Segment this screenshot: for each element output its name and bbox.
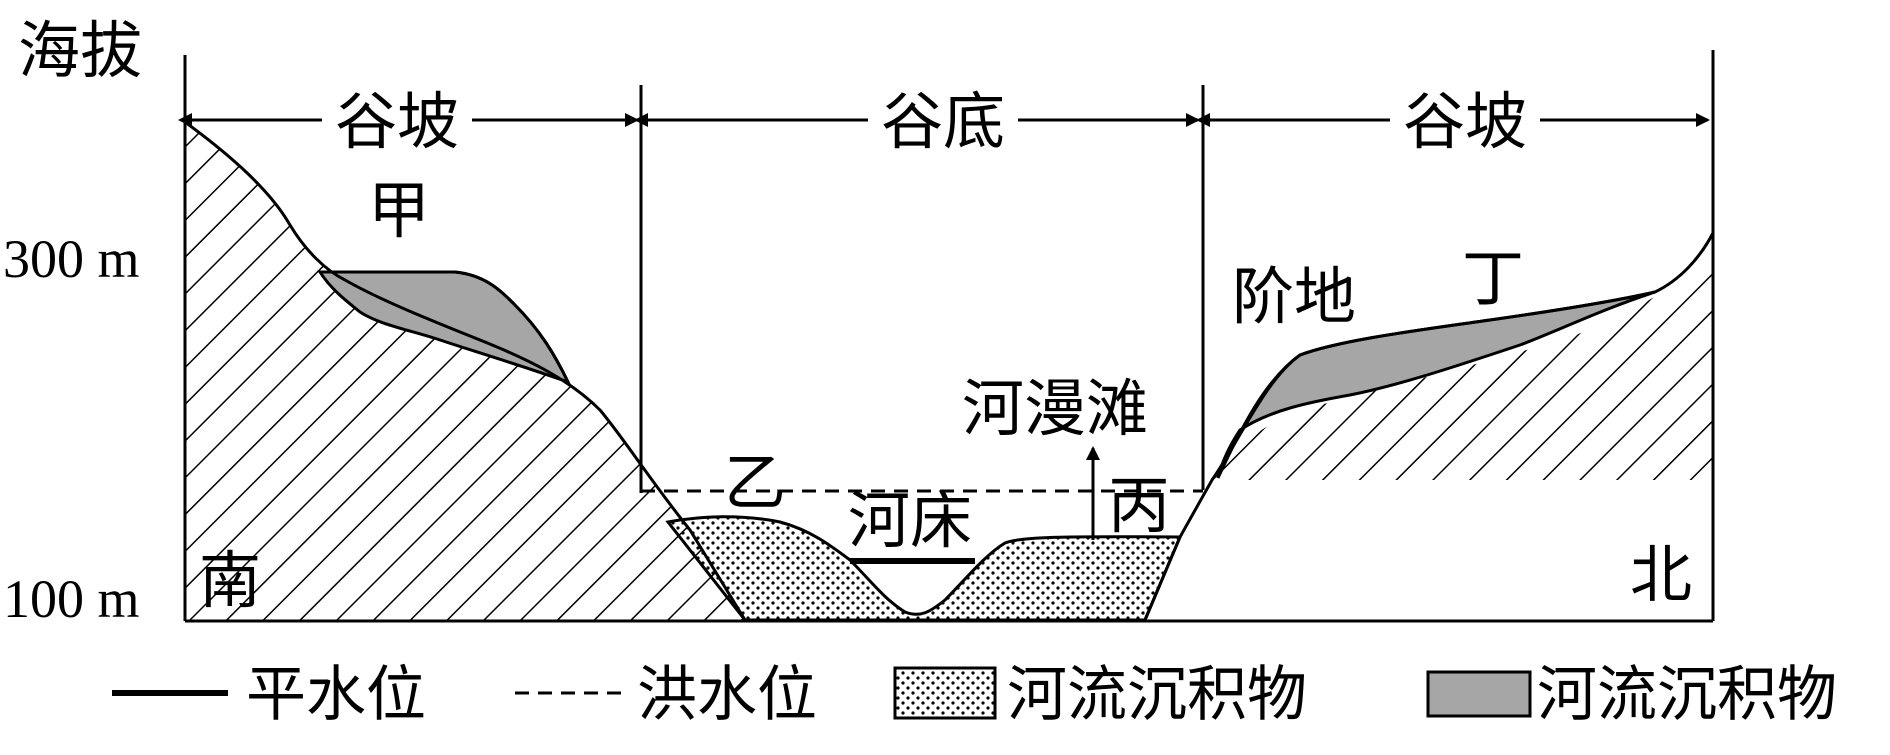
y-axis-title: 海拔 [18, 14, 142, 87]
river-deposit-dotted [665, 515, 1183, 622]
label-terrace: 阶地 [1232, 260, 1356, 333]
left-slope-label: 谷坡 [335, 85, 459, 158]
right-slope-label: 谷坡 [1403, 85, 1527, 158]
jia-top-surface [320, 270, 570, 383]
legend-normal-water-label: 平水位 [246, 660, 426, 730]
label-bing: 丙 [1108, 469, 1170, 542]
label-floodplain: 河漫滩 [962, 372, 1148, 445]
legend: 平水位 洪水位 河流沉积物 河流沉积物 [112, 660, 1837, 730]
tick-100m: 100 m [3, 569, 140, 629]
left-slope-surface [184, 120, 747, 621]
label-south: 南 [199, 544, 261, 617]
legend-flood-water-label: 洪水位 [637, 660, 817, 730]
legend-dotted-swatch [893, 666, 997, 720]
right-bedrock-hatch [1212, 262, 1713, 480]
legend-gray-swatch [1426, 670, 1532, 718]
label-jia: 甲 [368, 174, 430, 247]
tick-300m: 300 m [3, 229, 140, 289]
label-yi: 乙 [724, 446, 786, 519]
legend-dotted-label: 河流沉积物 [1007, 660, 1307, 730]
right-slope-surface [1143, 232, 1715, 621]
valley-floor-label: 谷底 [881, 85, 1005, 158]
label-north: 北 [1630, 538, 1692, 611]
label-ding: 丁 [1462, 242, 1524, 315]
label-riverbed: 河床 [848, 484, 972, 557]
legend-gray-label: 河流沉积物 [1537, 660, 1837, 730]
left-bedrock-hatch [185, 122, 745, 620]
